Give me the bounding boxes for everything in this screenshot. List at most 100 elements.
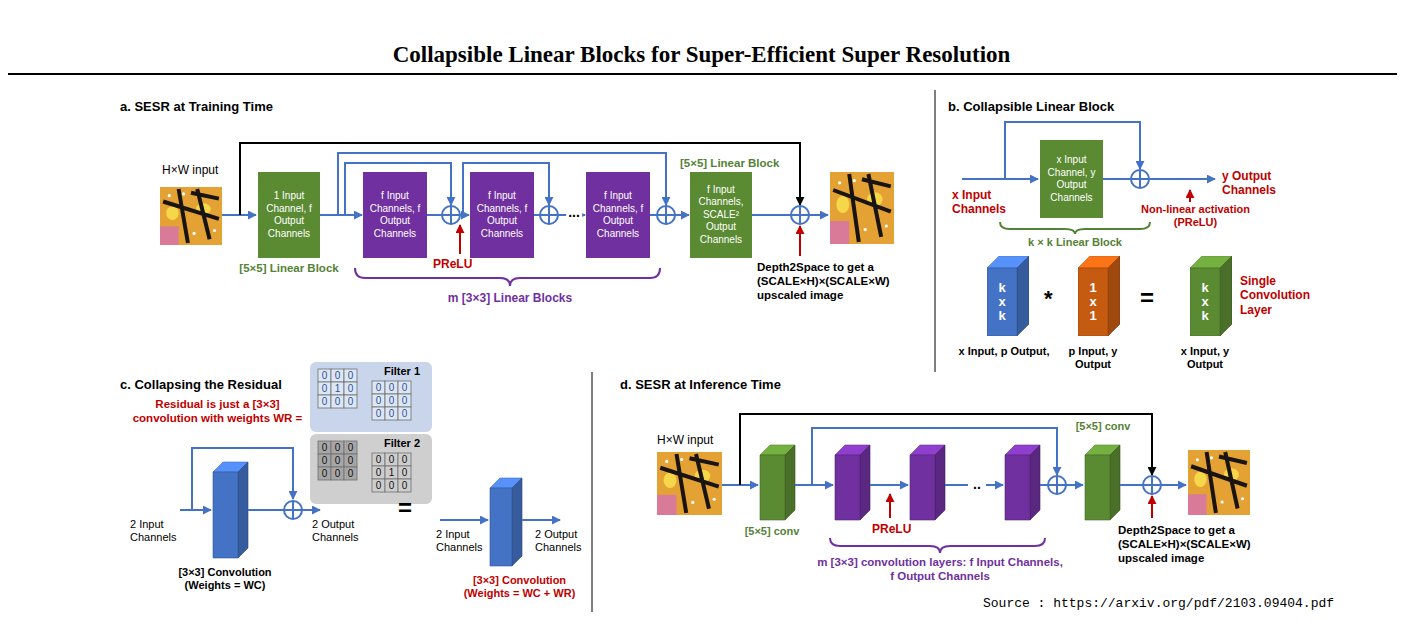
butterfly-image <box>160 187 222 245</box>
matrix-cell-box <box>344 454 357 467</box>
matrix-cell-box <box>385 394 398 407</box>
connector <box>427 214 469 216</box>
image-dot <box>885 224 888 227</box>
wire <box>180 509 211 511</box>
image-wing-spot <box>1194 471 1206 487</box>
matrix-cell-box <box>331 382 344 395</box>
matrix-cell: 0 <box>398 479 411 492</box>
convolution-kernel: k x k <box>1190 256 1232 336</box>
add-cross <box>1131 170 1149 188</box>
wire <box>592 372 593 612</box>
annotation: a. SESR at Training Time <box>120 99 273 115</box>
butterfly-image <box>1188 450 1250 515</box>
wire <box>752 214 791 216</box>
add-symbol <box>284 501 302 519</box>
wire <box>522 519 560 521</box>
annotation: [3×3] Convolution (Weights = WC) <box>165 566 285 592</box>
add-cross <box>1048 476 1066 494</box>
annotation: Depth2Space to get a (SCALE×H)×(SCALE×W)… <box>757 261 927 302</box>
block-text: x Input Channel, y Output Channels <box>1040 154 1103 204</box>
wire <box>248 509 284 511</box>
convolution-kernel: k x k <box>987 256 1029 336</box>
block-side <box>785 445 795 520</box>
block-text: f Input Channels, f Output Channels <box>470 190 534 240</box>
block-front <box>760 455 785 520</box>
matrix-cell: 0 <box>385 407 398 420</box>
annotation: d. SESR at Inference Time <box>620 377 781 393</box>
image-dot <box>864 228 867 231</box>
block-front <box>490 488 512 566</box>
matrix-cell: 0 <box>344 382 357 395</box>
annotation: p Input, y Output <box>1052 345 1134 371</box>
matrix-cell-box <box>318 382 331 395</box>
image-wing-spot <box>836 196 849 213</box>
annotation: = <box>398 494 412 523</box>
matrix-cell-box <box>344 467 357 480</box>
linear-block: 1 Input Channel, f Output Channels[5×5] … <box>258 172 320 258</box>
matrix-cell: 0 <box>344 454 357 467</box>
block-front <box>1005 455 1030 520</box>
block-text: 1 x 1 <box>1087 281 1100 324</box>
matrix-cell-box <box>344 441 357 454</box>
annotation: Filter 1 <box>384 365 420 378</box>
wire <box>935 90 936 372</box>
matrix-cell: 0 <box>372 479 385 492</box>
convolution-kernel: 1 x 1 <box>1078 256 1120 336</box>
wire <box>799 226 801 256</box>
add-circle <box>284 501 302 519</box>
block-front <box>987 268 1017 336</box>
matrix-cell: 0 <box>318 395 331 408</box>
annotation: x Input, y Output <box>1164 345 1246 371</box>
matrix-cell: 0 <box>331 454 344 467</box>
annotation: c. Collapsing the Residual <box>120 377 282 393</box>
image-flowers <box>830 221 849 244</box>
matrix-cell-box <box>372 453 385 466</box>
annotation: = <box>1140 284 1154 313</box>
matrix-cell: 0 <box>344 441 357 454</box>
wire <box>1161 484 1186 486</box>
block-front <box>1085 455 1110 520</box>
matrix-cell: 0 <box>318 441 331 454</box>
annotation: Single Convolution Layer <box>1240 274 1325 317</box>
matrix-cell-box <box>372 466 385 479</box>
block-side <box>1030 445 1040 520</box>
wire <box>1040 484 1048 486</box>
conv-block <box>1078 256 1120 336</box>
matrix-cell: 0 <box>318 454 331 467</box>
matrix-cell-box <box>331 441 344 454</box>
filter-panel <box>310 362 432 432</box>
block-side <box>238 462 248 558</box>
block-front <box>835 455 860 520</box>
connector <box>320 214 362 216</box>
matrix-cell: 0 <box>344 369 357 382</box>
matrix-cell: 0 <box>318 467 331 480</box>
wire <box>1151 496 1153 518</box>
conv-block <box>1085 445 1120 520</box>
matrix-cell-box <box>398 381 411 394</box>
block-text: f Input Channels, f Output Channels <box>363 190 427 240</box>
matrix-cell-box <box>331 395 344 408</box>
image-dot <box>838 181 841 184</box>
annotation: Source : https://arxiv.org/pdf/2103.0940… <box>983 596 1334 612</box>
butterfly-image <box>830 172 894 244</box>
wire <box>809 214 828 216</box>
image-dot <box>713 498 716 501</box>
image-flowers <box>1188 494 1207 515</box>
add-cross <box>1143 476 1161 494</box>
block-text: k x k <box>1199 281 1212 324</box>
matrix-cell-box <box>331 467 344 480</box>
image-ground <box>830 172 894 244</box>
matrix-cell-box <box>331 369 344 382</box>
wire <box>1189 190 1191 202</box>
matrix-cell-box <box>372 394 385 407</box>
bracket <box>1000 222 1150 234</box>
annotation: [3×3] Convolution (Weights = WC + WR) <box>452 574 587 600</box>
matrix-cell: 0 <box>372 394 385 407</box>
image-dot <box>213 229 216 232</box>
wire <box>1149 178 1215 180</box>
annotation: m [3×3] convolution layers: f Input Chan… <box>815 556 1065 584</box>
wire <box>192 448 293 510</box>
block-text: 1 Input Channel, f Output Channels <box>258 190 320 240</box>
matrix-cell: 0 <box>372 453 385 466</box>
wire <box>986 484 1003 486</box>
